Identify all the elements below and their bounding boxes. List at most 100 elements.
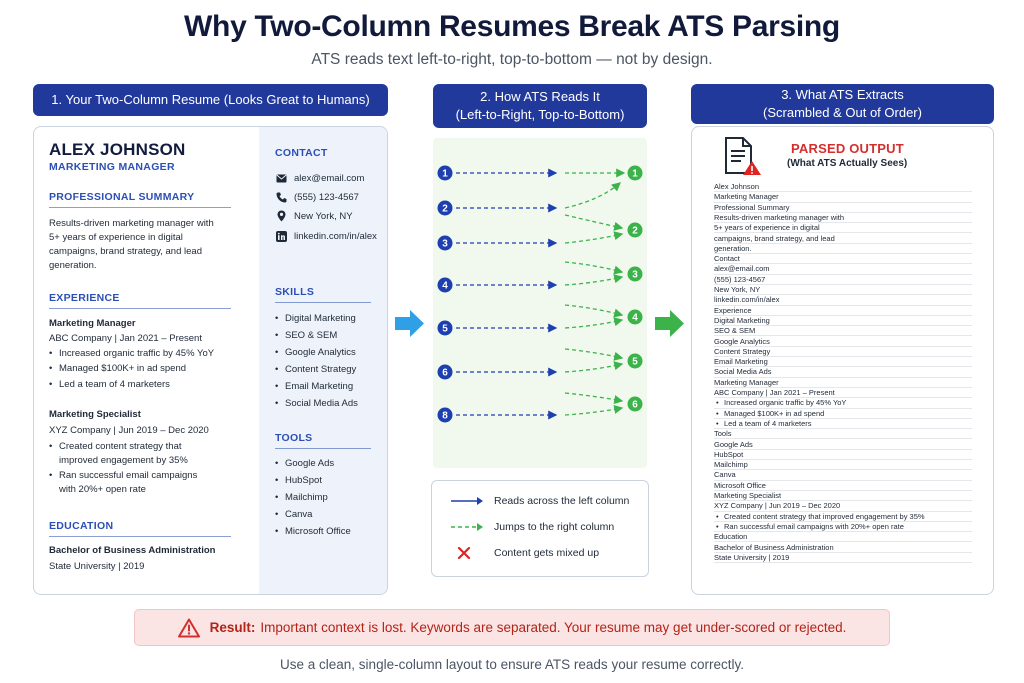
job2-bullet: Created content strategy that improved e…	[49, 440, 188, 468]
parsed-line: Increased organic traffic by 45% YoY	[714, 398, 972, 409]
footer-tip: Use a clean, single-column layout to ens…	[280, 657, 744, 672]
summary-line: campaigns, brand strategy, and lead	[49, 246, 202, 257]
parsed-line: Tools	[714, 429, 972, 440]
left-step-1: 1	[437, 165, 453, 181]
left-step-6: 6	[437, 364, 453, 380]
parsed-line: generation.	[714, 244, 972, 255]
left-step-5: 5	[437, 320, 453, 336]
legend-mixed-label: Content gets mixed up	[494, 547, 600, 559]
parsed-line: Marketing Specialist	[714, 491, 972, 502]
parsed-line: Ran successful email campaigns with 20%+…	[714, 522, 972, 532]
parsed-output-subtitle: (What ATS Actually Sees)	[787, 158, 908, 169]
right-step-5: 5	[627, 353, 643, 369]
resume-name: ALEX JOHNSON	[49, 140, 186, 159]
parsed-line: Mailchimp	[714, 460, 972, 471]
phone-icon	[275, 191, 287, 203]
column-header-ats-reads-line1: 2. How ATS Reads It	[480, 89, 600, 105]
job1-meta: ABC Company | Jan 2021 – Present	[49, 333, 202, 344]
parsed-line: Marketing Manager	[714, 378, 972, 388]
left-step-1-label: 1	[442, 169, 448, 180]
tool-item: Microsoft Office	[275, 525, 351, 539]
column-header-resume: 1. Your Two-Column Resume (Looks Great t…	[33, 84, 388, 116]
parsed-line: HubSpot	[714, 450, 972, 461]
parsed-line: Email Marketing	[714, 357, 972, 368]
parsed-line: Content Strategy	[714, 347, 972, 358]
result-banner: Result: Important context is lost. Keywo…	[134, 609, 890, 646]
jump-arrow	[564, 261, 624, 275]
job1-bullet: Increased organic traffic by 45% YoY	[49, 347, 214, 361]
parsed-output-card: PARSED OUTPUT (What ATS Actually Sees) A…	[691, 126, 994, 595]
parsed-line: (555) 123-4567	[714, 275, 972, 285]
jump-arrow	[564, 404, 624, 416]
left-step-5-label: 5	[442, 324, 448, 335]
warning-icon	[177, 618, 200, 637]
flow-arrow-green-icon	[655, 310, 684, 337]
parsed-line: Managed $100K+ in ad spend	[714, 409, 972, 419]
skill-item: Social Media Ads	[275, 397, 358, 411]
degree: Bachelor of Business Administration	[49, 545, 216, 556]
column-header-ats-reads-line2: (Left-to-Right, Top-to-Bottom)	[455, 107, 625, 122]
contact-location: New York, NY	[275, 210, 353, 222]
jump-arrow	[564, 317, 624, 329]
skill-item: Content Strategy	[275, 363, 356, 377]
summary-line: 5+ years of experience in digital	[49, 232, 183, 243]
contact-phone: (555) 123-4567	[275, 191, 359, 203]
solid-arrow-icon	[451, 497, 483, 505]
job2-bullet1-line1: Created content strategy that	[59, 441, 182, 452]
tool-item: Google Ads	[275, 457, 334, 471]
summary-heading: PROFESSIONAL SUMMARY	[49, 191, 195, 203]
parsed-line: Alex Johnson	[714, 182, 972, 193]
parsed-line: Experience	[714, 306, 972, 316]
skill-item: Digital Marketing	[275, 312, 356, 326]
school: State University | 2019	[49, 561, 145, 572]
divider	[49, 536, 231, 537]
parsed-line: ABC Company | Jan 2021 – Present	[714, 388, 972, 399]
divider	[49, 308, 231, 309]
page-subtitle: ATS reads text left-to-right, top-to-bot…	[311, 51, 713, 68]
job1-bullet: Led a team of 4 marketers	[49, 378, 170, 392]
left-step-2: 2	[437, 200, 453, 216]
legend-dashed-label: Jumps to the right column	[494, 521, 615, 533]
job2-bullet2-line2: with 20%+ open rate	[59, 484, 146, 495]
result-label: Result:	[209, 620, 256, 635]
parsed-line: Contact	[714, 254, 972, 265]
jump-arrow	[564, 214, 624, 231]
linkedin-icon	[275, 230, 287, 242]
skill-item: Google Analytics	[275, 346, 356, 360]
contact-linkedin: linkedin.com/in/alex	[275, 230, 377, 242]
parsed-line: SEO & SEM	[714, 326, 972, 337]
column-header-ats-extracts: 3. What ATS Extracts (Scrambled & Out of…	[691, 84, 994, 124]
right-step-3-label: 3	[632, 270, 638, 281]
divider	[275, 448, 371, 449]
parsed-line: Social Media Ads	[714, 367, 972, 378]
column-header-ats-extracts-line1: 3. What ATS Extracts	[781, 87, 904, 103]
red-x-icon	[457, 547, 471, 559]
right-step-3: 3	[627, 266, 643, 282]
parsed-line: Created content strategy that improved e…	[714, 512, 972, 522]
legend-dashed: Jumps to the right column	[450, 521, 614, 533]
job2-title: Marketing Specialist	[49, 409, 141, 420]
email-icon	[275, 172, 287, 184]
right-step-2-label: 2	[632, 226, 638, 237]
skill-item: Email Marketing	[275, 380, 353, 394]
right-step-5-label: 5	[632, 357, 638, 368]
parsed-line: Canva	[714, 470, 972, 481]
parsed-line: Google Ads	[714, 440, 972, 450]
left-step-8: 8	[437, 407, 453, 423]
resume-card: ALEX JOHNSON MARKETING MANAGER PROFESSIO…	[33, 126, 388, 595]
reading-order-diagram	[433, 138, 647, 468]
parsed-line: Professional Summary	[714, 203, 972, 213]
right-step-6: 6	[627, 396, 643, 412]
column-header-resume-label: 1. Your Two-Column Resume (Looks Great t…	[51, 92, 370, 108]
contact-linkedin-text: linkedin.com/in/alex	[294, 230, 377, 242]
parsed-line: New York, NY	[714, 285, 972, 296]
parsed-line: Bachelor of Business Administration	[714, 543, 972, 553]
legend-solid: Reads across the left column	[450, 495, 629, 507]
document-warning-icon	[725, 137, 761, 175]
job2-bullet: Ran successful email campaigns with 20%+…	[49, 469, 197, 497]
tool-item: Canva	[275, 508, 312, 522]
left-step-4: 4	[437, 277, 453, 293]
divider	[49, 207, 231, 208]
job1-bullet: Managed $100K+ in ad spend	[49, 362, 186, 376]
